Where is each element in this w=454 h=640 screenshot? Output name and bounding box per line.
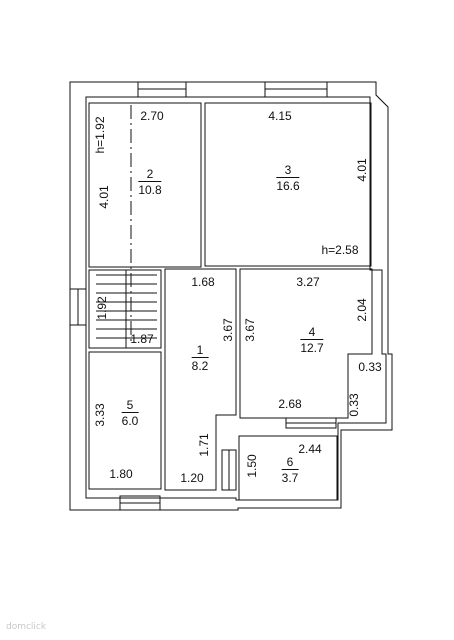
dim-room1-lower: 1.71 [197,433,211,457]
room-1-label: 1 8.2 [191,344,209,373]
room-2-label: 2 10.8 [138,168,162,197]
dim-room1-depth: 3.67 [221,318,235,342]
room-1-outline [164,268,237,491]
room-2-number: 2 [138,168,162,182]
dim-room4-bottom: 2.68 [278,397,302,411]
room-6-label: 6 3.7 [281,456,299,485]
dim-room2-height: h=1.92 [93,116,107,154]
room-5-outline [88,351,162,490]
dim-room3-width: 4.15 [268,109,292,123]
room-4-label: 4 12.7 [300,326,324,355]
dim-room4-depth: 3.67 [243,318,257,342]
room-3-number: 3 [276,164,300,178]
room-3-area: 16.6 [276,179,300,193]
room-1-area: 8.2 [191,359,209,373]
room-5-area: 6.0 [121,414,139,428]
dim-room3-height: h=2.58 [321,243,359,257]
dim-room1-width: 1.68 [191,275,215,289]
dim-room3-depth: 4.01 [355,158,369,182]
room-4-outline [239,268,373,419]
room-3-outline [204,102,372,267]
room-6-outline [238,435,338,501]
room-2-area: 10.8 [138,183,162,197]
room-5-label: 5 6.0 [121,399,139,428]
dim-stair-width: 1.87 [130,332,154,346]
outer-wall [69,81,393,511]
dim-room4-right: 2.04 [355,298,369,322]
dim-room5-width: 1.80 [109,467,133,481]
dim-niche-b: 0.33 [347,393,361,417]
room-2-outline [88,102,202,268]
room-3-label: 3 16.6 [276,164,300,193]
dim-room4-width: 3.27 [296,275,320,289]
outer-wall-inner [85,96,387,501]
room-5-number: 5 [121,399,139,413]
dim-room6-width: 2.44 [298,442,322,456]
watermark: domclick [6,622,47,632]
dim-room5-depth: 3.33 [93,403,107,427]
dim-room2-depth: 4.01 [97,185,111,209]
dim-room6-depth: 1.50 [245,454,259,478]
dim-niche-a: 0.33 [358,360,382,374]
room-6-area: 3.7 [281,471,299,485]
dim-room1-bottom: 1.20 [180,471,204,485]
room-6-number: 6 [281,456,299,470]
stair-outline [88,269,162,349]
stair-treads [96,270,157,348]
room-1-number: 1 [191,344,209,358]
room-4-number: 4 [300,326,324,340]
dim-room2-width: 2.70 [140,109,164,123]
dim-stair-height: 1.92 [95,296,109,320]
room-4-area: 12.7 [300,341,324,355]
